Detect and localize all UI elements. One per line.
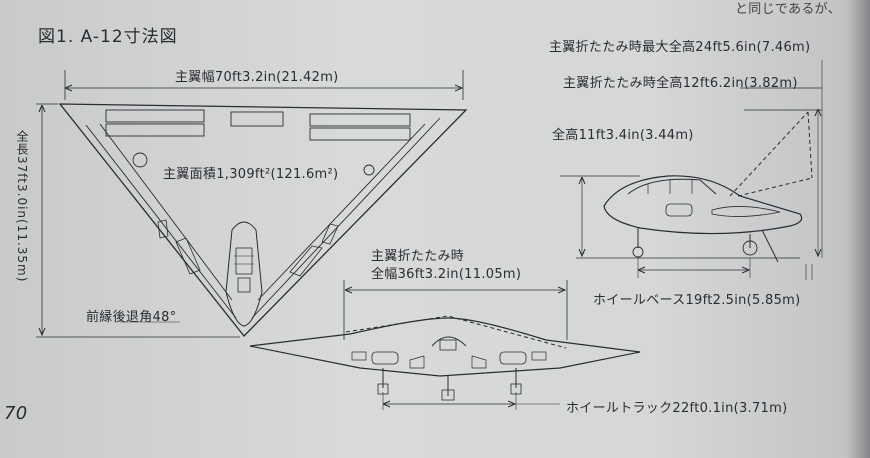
length-label: 全長37ft3.0in(11.35m): [15, 130, 29, 283]
top-view: [36, 70, 468, 338]
folded-height-label: 主翼折たたみ時全高12ft6.2in(3.82m): [563, 76, 798, 91]
sweep-label: 前縁後退角48°: [86, 310, 177, 325]
folded-max-height-label: 主翼折たたみ時最大全高24ft5.6in(7.46m): [549, 40, 811, 55]
book-spine-shadow: [846, 0, 870, 458]
side-view: [560, 60, 823, 280]
folded-span-label-line2: 全幅36ft3.2in(11.05m): [371, 267, 522, 282]
cut-off-text: と同じであるが、: [735, 2, 842, 17]
front-body-outline: [249, 317, 641, 377]
wing-outline: [58, 103, 468, 337]
wheel-track-label: ホイールトラック22ft0.1in(3.71m): [566, 401, 788, 416]
side-fuselage: [603, 175, 803, 235]
span-label: 主翼幅70ft3.2in(21.42m): [175, 70, 339, 85]
height-label: 全高11ft3.4in(3.44m): [552, 128, 694, 143]
folded-span-label-line1: 主翼折たたみ時: [371, 249, 465, 264]
wing-area-label: 主翼面積1,309ft²(121.6m²): [163, 167, 339, 182]
front-view: [249, 280, 641, 410]
page-number: 70: [4, 403, 28, 424]
figure-title: 図1. A-12寸法図: [38, 27, 178, 47]
wheelbase-label: ホイールベース19ft2.5in(5.85m): [593, 293, 801, 308]
